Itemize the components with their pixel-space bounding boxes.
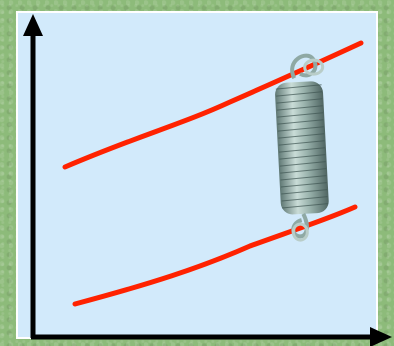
y-axis-arrow-icon: [23, 14, 43, 36]
lower-red-line: [75, 207, 355, 304]
coil-spring-icon: [273, 55, 332, 241]
x-axis: [31, 327, 392, 346]
x-axis-arrow-icon: [370, 327, 392, 346]
y-axis: [23, 14, 43, 338]
